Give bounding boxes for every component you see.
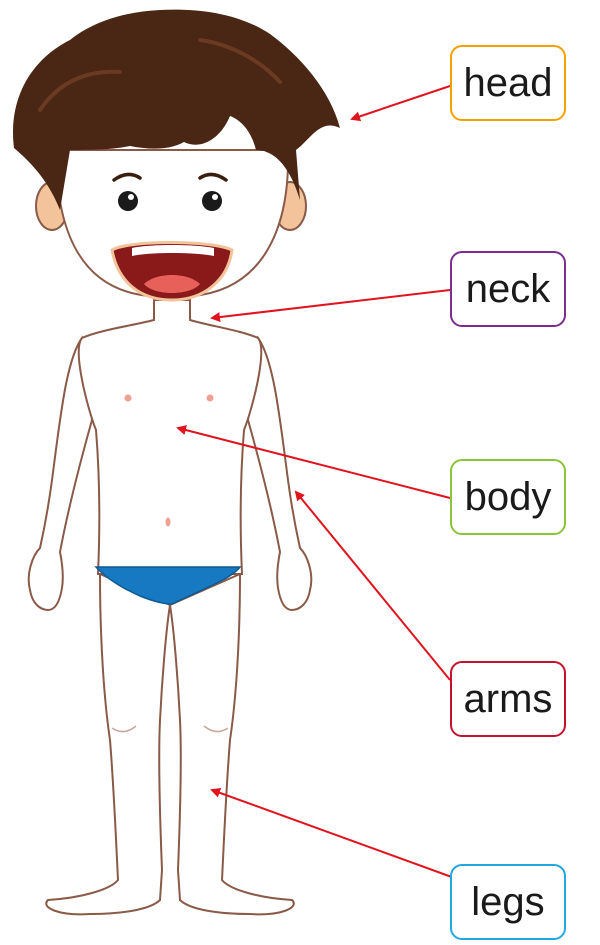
navel xyxy=(166,518,171,527)
legs-illustration xyxy=(46,574,294,914)
left-eye xyxy=(118,191,138,211)
right-leg xyxy=(170,574,294,914)
right-eye xyxy=(202,191,222,211)
neck-arrow xyxy=(212,290,450,318)
legs-label: legs xyxy=(450,864,566,940)
legs-arrow xyxy=(212,790,460,880)
head-label: head xyxy=(450,45,566,121)
left-nipple xyxy=(125,395,132,402)
right-nipple xyxy=(207,395,214,402)
neck-label: neck xyxy=(450,251,566,327)
arms-arrow xyxy=(296,492,450,680)
left-leg xyxy=(46,574,170,914)
body-label: body xyxy=(450,459,566,535)
head-arrow xyxy=(352,86,450,119)
arms-label: arms xyxy=(450,661,566,737)
torso xyxy=(79,300,261,574)
